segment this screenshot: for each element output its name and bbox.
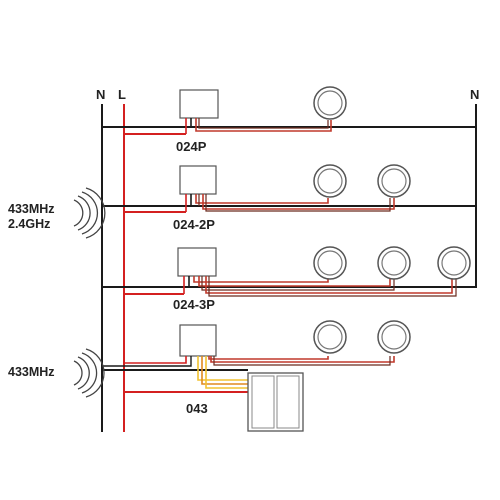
lamp-2 — [377, 164, 411, 198]
lamp-2 — [377, 246, 411, 280]
module-box-024p — [179, 89, 219, 119]
module-label-024-3p: 024-3P — [173, 297, 215, 312]
lamp-feed-wire — [202, 194, 395, 210]
module-box-024-2p — [179, 165, 217, 195]
switch-wire — [201, 356, 248, 385]
lamp-feed-wire — [195, 194, 329, 204]
remote-freq-433mhz-2: 433MHz — [8, 365, 55, 379]
neutral-label-left: N — [96, 87, 106, 102]
remote-freq-433mhz-1: 433MHz — [8, 202, 55, 216]
lamp-feed-wire — [195, 118, 332, 132]
row-024-2p — [102, 164, 476, 213]
wireless-signal-icon — [73, 348, 105, 398]
module-box-024-3p — [177, 247, 217, 277]
lamp-2 — [377, 320, 411, 354]
lamp-feed-wire — [205, 276, 453, 294]
lamp-1 — [313, 246, 347, 280]
lamp-1 — [313, 320, 347, 354]
switch-rocker-right — [276, 375, 300, 429]
module-label-043: 043 — [186, 401, 208, 416]
wireless-signal-icon — [73, 187, 106, 239]
live-label: L — [118, 87, 126, 102]
lamp-1 — [313, 164, 347, 198]
switch-rocker-left — [251, 375, 275, 429]
module-label-024p: 024P — [176, 139, 207, 154]
remote-freq-24ghz: 2.4GHz — [8, 217, 51, 231]
row-024-3p — [102, 246, 476, 297]
switch-wire — [197, 356, 248, 381]
lamp-feed-wire — [208, 356, 329, 360]
module-label-024-2p: 024-2P — [173, 217, 215, 232]
switch-wire — [205, 356, 248, 389]
lamp-1 — [313, 86, 347, 120]
lamp-3 — [437, 246, 471, 280]
row-043 — [102, 320, 411, 432]
lamp-feed-wire — [210, 356, 395, 363]
neutral-label-right: N — [470, 87, 480, 102]
row-024p — [102, 86, 476, 135]
lamp-feed-wire — [198, 276, 391, 287]
module-box-043 — [179, 324, 217, 357]
lamp-feed-wire — [193, 276, 329, 283]
